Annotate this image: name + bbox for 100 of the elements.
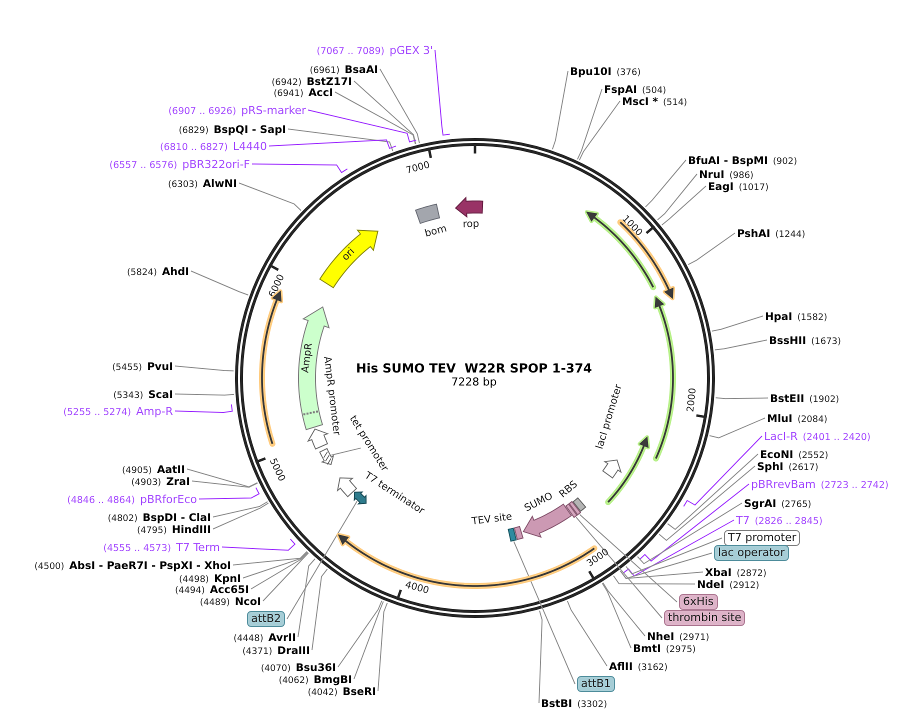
leader-line	[354, 600, 384, 680]
primer-name: T7	[736, 514, 750, 527]
leader-line	[657, 174, 698, 220]
enzyme-name: EcoNI	[760, 448, 794, 462]
tick-label: 4000	[404, 580, 430, 597]
plasmid-name: His SUMO TEV W22R SPOP 1-374	[356, 360, 592, 376]
enzyme-name: AlwNI	[202, 178, 237, 190]
cut-position: (986)	[729, 170, 754, 182]
primer-range: (5255 .. 5274)	[63, 406, 132, 419]
leader-line	[613, 575, 696, 584]
enzyme-name: AatII	[156, 464, 185, 476]
leader-line	[190, 270, 249, 296]
feature-tag: 6xHis	[679, 594, 718, 610]
leader-line	[330, 448, 362, 456]
enzyme-name: EagI	[708, 180, 734, 194]
enzyme-name: NruI	[699, 168, 724, 182]
leader-line	[312, 568, 328, 650]
cut-position: (6942)	[272, 76, 302, 89]
leader-line	[637, 502, 742, 564]
feature-tag: thrombin site	[664, 610, 746, 626]
enzyme-name: BfuAI - BspMI	[688, 154, 768, 168]
enzyme-name: Bsu36I	[296, 662, 336, 674]
enzyme-name: XbaI	[705, 566, 732, 580]
enzyme-name: BsaAI	[344, 64, 378, 76]
primer-name: pGEX 3'	[389, 44, 433, 57]
cut-position: (5824)	[127, 266, 157, 280]
primer-range: (6557 .. 6576)	[109, 159, 178, 172]
enzyme-name: SgrAI	[744, 498, 776, 510]
tick-label: 2000	[685, 387, 699, 412]
feature-tag: attB2	[247, 611, 285, 627]
enzyme-name: BssHII	[769, 334, 806, 348]
cut-position: (4498)	[179, 574, 209, 586]
enzyme-name: PvuI	[147, 360, 173, 374]
enzyme-name: AflII	[609, 660, 633, 674]
leader-line	[192, 480, 258, 488]
leader-line	[711, 316, 764, 332]
enzyme-name: NcoI	[234, 596, 261, 608]
cut-position: (2971)	[679, 632, 710, 644]
cut-position: (504)	[642, 84, 666, 97]
leader-line	[242, 551, 308, 578]
primer-name: LacI-R	[764, 430, 798, 443]
leader-line	[308, 110, 417, 143]
tick-label: 7000	[404, 159, 431, 176]
enzyme-name: BstEII	[770, 392, 804, 406]
leader-line	[222, 538, 296, 551]
enzyme-name: KpnI	[214, 572, 241, 585]
leader-line	[186, 468, 258, 488]
cut-position: (4802)	[108, 512, 138, 526]
feature-tag: attB1	[577, 676, 615, 692]
leader-line	[688, 232, 736, 266]
plasmid-size: 7228 bp	[451, 376, 497, 388]
enzyme-name: ScaI	[148, 388, 173, 402]
leader-line	[268, 139, 397, 149]
leader-line	[232, 550, 308, 566]
cut-position: (6961)	[310, 64, 340, 77]
cut-position: (2084)	[797, 414, 828, 426]
enzyme-name: BstZ17I	[306, 76, 352, 88]
leader-line	[626, 538, 722, 574]
leader-line	[566, 600, 608, 666]
feature-label: RBS	[557, 478, 580, 501]
enzyme-name: AccI	[308, 86, 333, 100]
enzyme-name: BspDI - ClaI	[142, 512, 211, 524]
enzyme-name: DraIII	[277, 644, 310, 658]
cut-position: (2872)	[736, 568, 767, 580]
feature-label: AmpR promoter	[320, 355, 342, 436]
leader-line	[198, 487, 260, 500]
leader-line	[576, 516, 662, 618]
leader-line	[602, 582, 632, 648]
primer-name: Amp-R	[136, 405, 173, 418]
leader-line	[683, 436, 762, 507]
feature-tag: T7 promoter	[724, 530, 800, 546]
enzyme-name: HpaI	[765, 310, 792, 324]
leader-line	[334, 92, 416, 144]
cut-position: (4448)	[233, 632, 264, 646]
cut-position: (1244)	[775, 228, 806, 242]
feature-label: AmpR	[300, 342, 316, 374]
leader-line	[238, 182, 302, 212]
primer-name: T7 Term	[176, 541, 220, 554]
primer-range: (7067 .. 7089)	[316, 45, 384, 58]
leader-line	[639, 484, 750, 562]
leader-line	[552, 70, 568, 150]
leader-line	[212, 502, 269, 530]
enzyme-name: BspQI - SapI	[214, 124, 286, 136]
feature-tag: lac operator	[714, 545, 789, 561]
leader-line	[620, 570, 704, 579]
primer-name: L4440	[232, 140, 267, 153]
leader-line	[338, 600, 382, 668]
leader-line	[288, 128, 394, 152]
cut-position: (4905)	[122, 464, 152, 478]
primer-range: (2401 .. 2420)	[802, 431, 871, 444]
leader-line	[661, 186, 706, 226]
feature-label: bom	[424, 223, 448, 241]
cut-position: (376)	[616, 66, 641, 80]
cut-position: (1017)	[738, 182, 769, 194]
enzyme-name: NheI	[647, 630, 674, 644]
leader-line	[174, 394, 235, 396]
feature-label: TEV site	[472, 512, 514, 528]
primer-name: pBRrevBam	[751, 478, 816, 491]
leader-line	[714, 340, 768, 350]
leader-line	[174, 404, 233, 413]
